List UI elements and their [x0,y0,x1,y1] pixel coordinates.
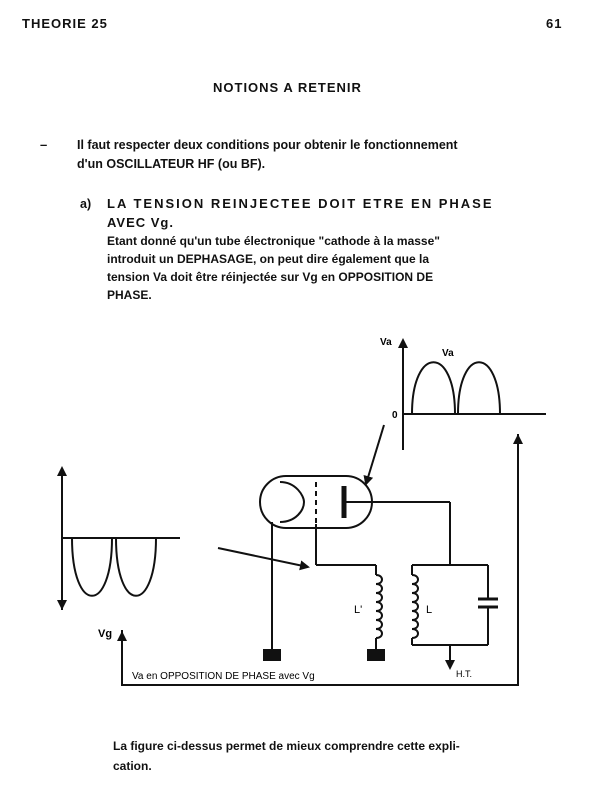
va-waveform-plot [398,338,546,450]
arrow-va-to-plate [363,424,385,486]
point-a-title-1: LA TENSION REINJECTEE DOIT ETRE EN PHASE [107,196,494,211]
vg-wave-dip-1 [71,537,113,597]
feedback-loop-path [121,434,519,686]
vg-label: Vg [98,628,112,640]
feedback-caption: Va en OPPOSITION DE PHASE avec Vg [132,671,315,682]
page-number: 61 [546,16,563,31]
point-a-body-3: tension Va doit être réinjectée sur Vg e… [107,270,434,284]
arrow-vg-to-grid [217,547,310,571]
oscillator-circuit-figure: Va Va 0 Vg L' L H.T. Va en OPPOSITION DE… [57,337,546,686]
section-title: NOTIONS A RETENIR [213,80,362,95]
l-label: L [426,604,432,616]
vg-waveform-plot [57,466,180,610]
inductor-l-icon [411,574,419,639]
point-a-body-2: introduit un DEPHASAGE, on peut dire éga… [107,252,430,266]
bullet-paragraph: Il faut respecter deux conditions pour o… [77,136,557,174]
bullet-line-1: Il faut respecter deux conditions pour o… [77,138,458,152]
l-prime-label: L' [354,604,362,616]
bullet-line-2: d'un OSCILLATEUR HF (ou BF). [77,157,266,171]
inductor-l-prime-icon [375,574,383,639]
ground-icon-coil [367,649,385,661]
ground-icon-cathode [263,649,281,661]
vg-wave-dip-2 [115,537,157,597]
running-header: THEORIE 25 [22,16,108,31]
point-a-block: LA TENSION REINJECTEE DOIT ETRE EN PHASE… [107,194,555,304]
ht-label: H.T. [456,669,472,679]
point-a-marker: a) [80,197,92,211]
va-wave-hump-1 [411,361,456,415]
figure-explanation: La figure ci-dessus permet de mieux comp… [113,736,563,776]
zero-label: 0 [392,410,398,421]
bullet-dash: – [40,137,48,152]
va-wave-hump-2 [457,361,501,415]
explanation-line-2: cation. [113,759,152,773]
va-axis-label: Va [380,337,392,348]
point-a-body-1: Etant donné qu'un tube électronique "cat… [107,234,440,248]
explanation-line-1: La figure ci-dessus permet de mieux comp… [113,739,460,753]
point-a-title-2: AVEC Vg. [107,215,174,230]
point-a-body-4: PHASE. [107,288,152,302]
va-wave-label: Va [442,348,454,359]
